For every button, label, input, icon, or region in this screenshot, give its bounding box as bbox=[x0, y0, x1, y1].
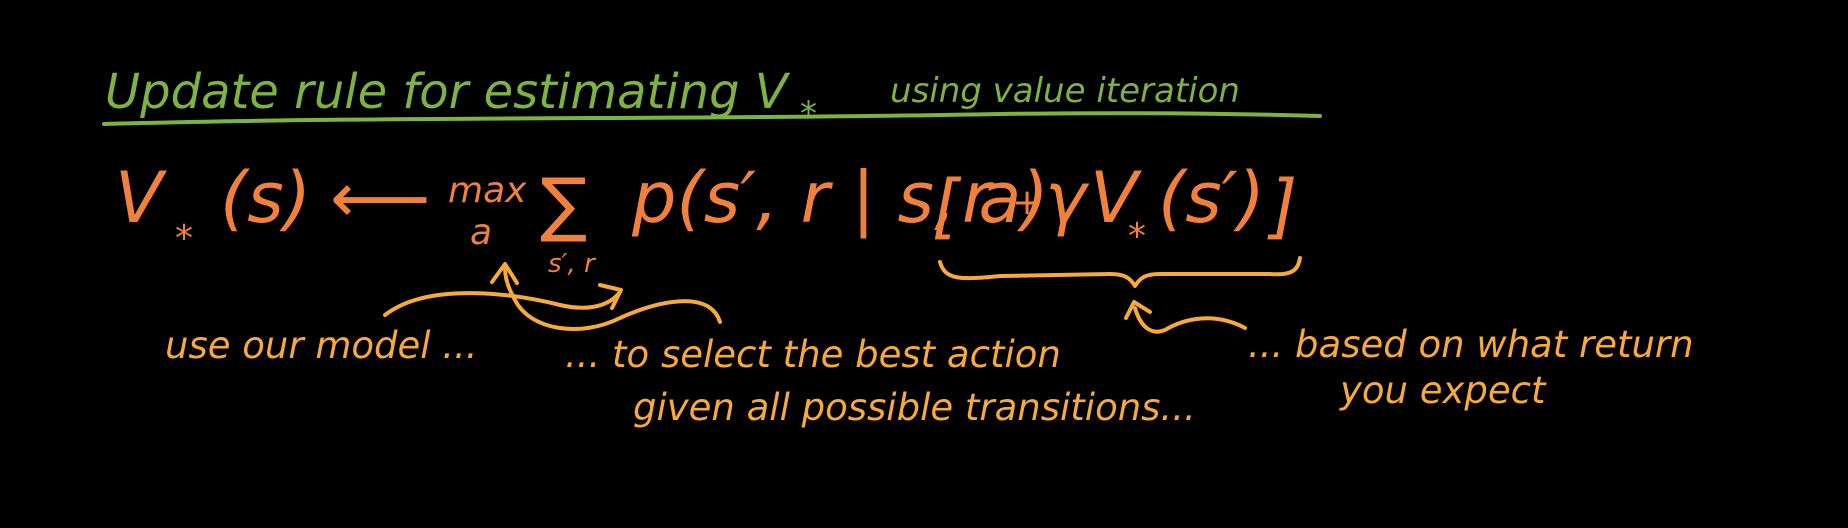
sum-symbol: ∑ bbox=[540, 163, 587, 245]
rhs-v: V bbox=[1090, 157, 1142, 239]
max-sub: a bbox=[470, 212, 492, 253]
lhs-s: (s) bbox=[220, 157, 311, 239]
annotations: use our model ... ... to select the best… bbox=[165, 323, 1694, 429]
annotation-strokes bbox=[383, 256, 1302, 334]
rhs-star: * bbox=[1128, 216, 1146, 257]
title-subscript: * bbox=[800, 94, 817, 134]
probability-term: p(s′, r | s, a) bbox=[631, 157, 1049, 239]
annotation-return-line1: ... based on what return bbox=[1248, 323, 1694, 366]
equation: V * (s) ⟵ max a ∑ s′, r p(s′, r | s, a) … bbox=[115, 157, 1297, 279]
title-underline bbox=[102, 111, 1322, 126]
return-arrowhead bbox=[1124, 300, 1152, 320]
title-main: Update rule for estimating V bbox=[105, 64, 791, 120]
return-to-brace-arrow bbox=[1133, 306, 1247, 334]
bracket-close: ] bbox=[1267, 165, 1297, 247]
annotation-select-line2: given all possible transitions... bbox=[633, 386, 1196, 429]
rhs-s: (s′) bbox=[1158, 157, 1265, 239]
title-rest: using value iteration bbox=[890, 71, 1240, 111]
annotation-select-line1: ... to select the best action bbox=[565, 333, 1061, 376]
lhs-star: * bbox=[175, 218, 193, 259]
annotation-model: use our model ... bbox=[165, 324, 478, 367]
plus-sign: + bbox=[1012, 182, 1042, 223]
gamma-symbol: γ bbox=[1045, 157, 1090, 239]
model-to-sum-arrow bbox=[383, 290, 622, 317]
select-to-max-arrow bbox=[503, 266, 722, 331]
select-arrowhead bbox=[490, 262, 519, 285]
curly-brace bbox=[938, 256, 1302, 288]
reward-term: r bbox=[962, 157, 995, 239]
update-arrow: ⟵ bbox=[330, 157, 430, 239]
max-label: max bbox=[448, 170, 527, 211]
title-group: Update rule for estimating V * using val… bbox=[105, 64, 1240, 134]
annotation-return-line2: you expect bbox=[1339, 369, 1547, 412]
sum-sub: s′, r bbox=[548, 249, 597, 279]
bracket-open: [ bbox=[932, 165, 962, 247]
model-arrowhead bbox=[598, 283, 623, 310]
lhs-v: V bbox=[115, 157, 167, 239]
